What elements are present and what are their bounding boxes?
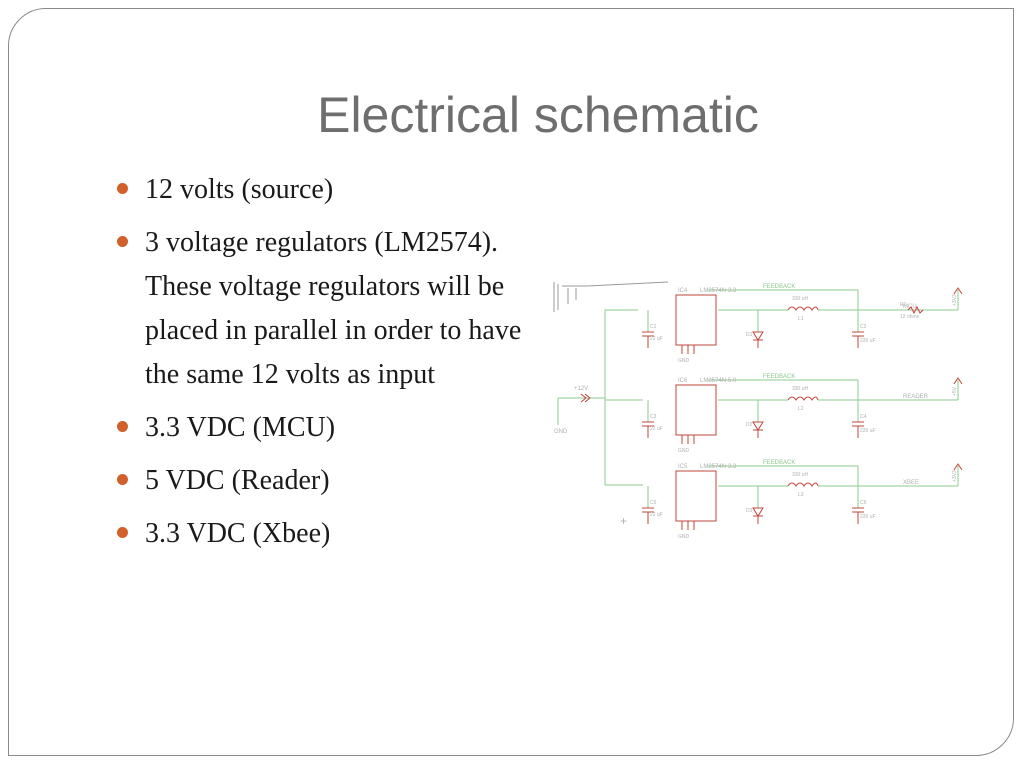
schematic-header-fragment [553, 281, 669, 312]
input-label: +12V [574, 386, 588, 392]
bullet-item: 5 VDC (Reader) [115, 459, 525, 503]
feedback-label: FEEDBACK [763, 460, 795, 466]
gnd-label: GND [678, 358, 690, 364]
inductor-ref: L2 [798, 406, 804, 412]
diode-ref: D2 [746, 422, 753, 428]
net-label: XBEE [903, 480, 919, 486]
regulator-part: LM2574N-3.3 [700, 464, 737, 470]
bullet-text: 3.3 VDC (Xbee) [145, 518, 331, 549]
resistor-value: 12 ohms [900, 314, 920, 320]
net-label: READER [903, 394, 929, 400]
branch-wire [647, 400, 859, 422]
ic-pins [681, 521, 695, 530]
diode [752, 331, 764, 348]
output-capacitor [852, 421, 864, 438]
bullet-text: 3 voltage regulators (LM2574). These vol… [145, 227, 522, 390]
regulator-ic [675, 294, 717, 346]
bullet-dot-icon [117, 183, 128, 194]
inductor [787, 396, 819, 401]
regulator-ref: IC5 [678, 464, 688, 470]
input-capacitor [642, 421, 654, 438]
rail-arrow-icon [953, 463, 963, 471]
cap-in-ref: C3 [650, 414, 657, 420]
rail-label: +5V [952, 386, 958, 396]
inductor-ref: L3 [798, 492, 804, 498]
regulator-ic [675, 384, 717, 436]
inductor-value: 330 uH [792, 296, 809, 302]
branch-wire [647, 486, 859, 508]
inductor-ref: L1 [798, 316, 804, 322]
branch-wire [647, 310, 859, 332]
bullet-dot-icon [117, 236, 128, 247]
cap-in-ref: C5 [650, 500, 657, 506]
ic-pins [681, 435, 695, 444]
regulator-ref: IC6 [678, 378, 688, 384]
output-capacitor [852, 331, 864, 348]
resistor-ref: R1 [900, 302, 907, 308]
plus-marker: + [620, 514, 627, 528]
bullet-item: 12 volts (source) [115, 168, 525, 212]
bullet-dot-icon [117, 421, 128, 432]
bullet-dot-icon [117, 474, 128, 485]
input-bus [557, 309, 643, 486]
inductor-value: 330 uH [792, 472, 809, 478]
cap-in-ref: C1 [650, 324, 657, 330]
diode-ref: D3 [746, 508, 753, 514]
cap-out-value: 220 uF [860, 428, 876, 434]
regulator-ref: IC4 [678, 288, 688, 294]
cap-in-value: 22 uF [650, 336, 663, 342]
cap-out-value: 220 uF [860, 338, 876, 344]
input-capacitor [642, 331, 654, 348]
diode [752, 421, 764, 438]
input-capacitor [642, 507, 654, 524]
bullet-text: 3.3 VDC (MCU) [145, 412, 336, 443]
regulator-ic [675, 470, 717, 522]
gnd-label: GND [554, 429, 568, 435]
diode-ref: D1 [746, 332, 753, 338]
rail-arrow-icon [953, 377, 963, 385]
cap-out-ref: C2 [860, 324, 867, 330]
bullet-item: 3 voltage regulators (LM2574). These vol… [115, 221, 525, 397]
rail-label: +3V3 [952, 294, 958, 306]
input-arrow-icon [580, 393, 591, 403]
gnd-label: GND [678, 534, 690, 540]
cap-out-ref: C6 [860, 500, 867, 506]
diode [752, 507, 764, 524]
rail-arrow-icon [953, 287, 963, 295]
resistor [907, 305, 924, 315]
slide-title: Electrical schematic [317, 87, 759, 143]
inductor [787, 306, 819, 311]
inductor [787, 482, 819, 487]
regulator-part: LM2574N-3.3 [700, 288, 737, 294]
slide-frame [8, 8, 1014, 756]
feedback-label: FEEDBACK [763, 284, 795, 290]
bullet-dot-icon [117, 527, 128, 538]
bullet-list: 12 volts (source) 3 voltage regulators (… [115, 168, 525, 565]
gnd-label: GND [678, 448, 690, 454]
cap-out-ref: C4 [860, 414, 867, 420]
ic-pins [681, 345, 695, 354]
bullet-item: 3.3 VDC (MCU) [115, 406, 525, 450]
cap-in-value: 22 uF [650, 512, 663, 518]
cap-out-value: 220 uF [860, 514, 876, 520]
regulator-part: LM2574N-5.0 [700, 378, 737, 384]
cap-in-value: 22 uF [650, 426, 663, 432]
net-label: MCU [903, 304, 917, 310]
bullet-text: 12 volts (source) [145, 174, 334, 205]
output-capacitor [852, 507, 864, 524]
inductor-value: 330 uH [792, 386, 809, 392]
bullet-text: 5 VDC (Reader) [145, 465, 330, 496]
rail-label: +3V3 [952, 470, 958, 482]
feedback-label: FEEDBACK [763, 374, 795, 380]
bullet-item: 3.3 VDC (Xbee) [115, 512, 525, 556]
